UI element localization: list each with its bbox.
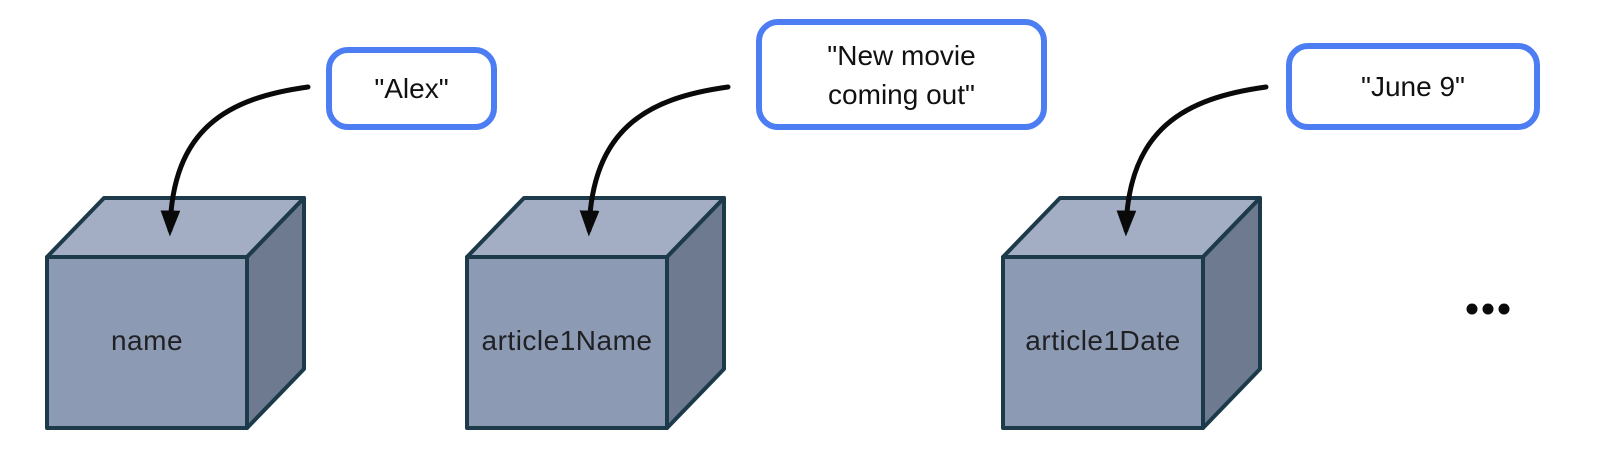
variable-cube: article1Date xyxy=(1001,196,1262,430)
value-arrow xyxy=(160,84,311,237)
value-text: "New movie xyxy=(827,39,976,71)
value-text: "Alex" xyxy=(374,73,449,104)
cube-label: article1Date xyxy=(1025,325,1180,356)
ellipsis-dot xyxy=(1498,303,1510,315)
cube-front-face xyxy=(1001,255,1205,430)
ellipsis-dot xyxy=(1482,303,1494,315)
value-arrow xyxy=(579,84,731,237)
value-arrow xyxy=(1116,84,1269,237)
cube-front-face xyxy=(45,255,249,430)
cube-label: article1Name xyxy=(482,325,653,356)
variable-cube: article1Name xyxy=(465,196,726,430)
value-bubble: "June 9" xyxy=(1286,43,1540,130)
ellipsis-icon xyxy=(1466,303,1510,315)
variable-cube: name xyxy=(45,196,306,430)
value-bubble: "Alex" xyxy=(326,47,497,130)
value-text: "June 9" xyxy=(1361,71,1465,102)
cube-front-face xyxy=(465,255,669,430)
value-bubble: "New movie coming out" xyxy=(756,19,1047,130)
ellipsis-dot xyxy=(1466,303,1478,315)
value-text: coming out" xyxy=(828,78,975,110)
cube-label: name xyxy=(111,325,183,356)
